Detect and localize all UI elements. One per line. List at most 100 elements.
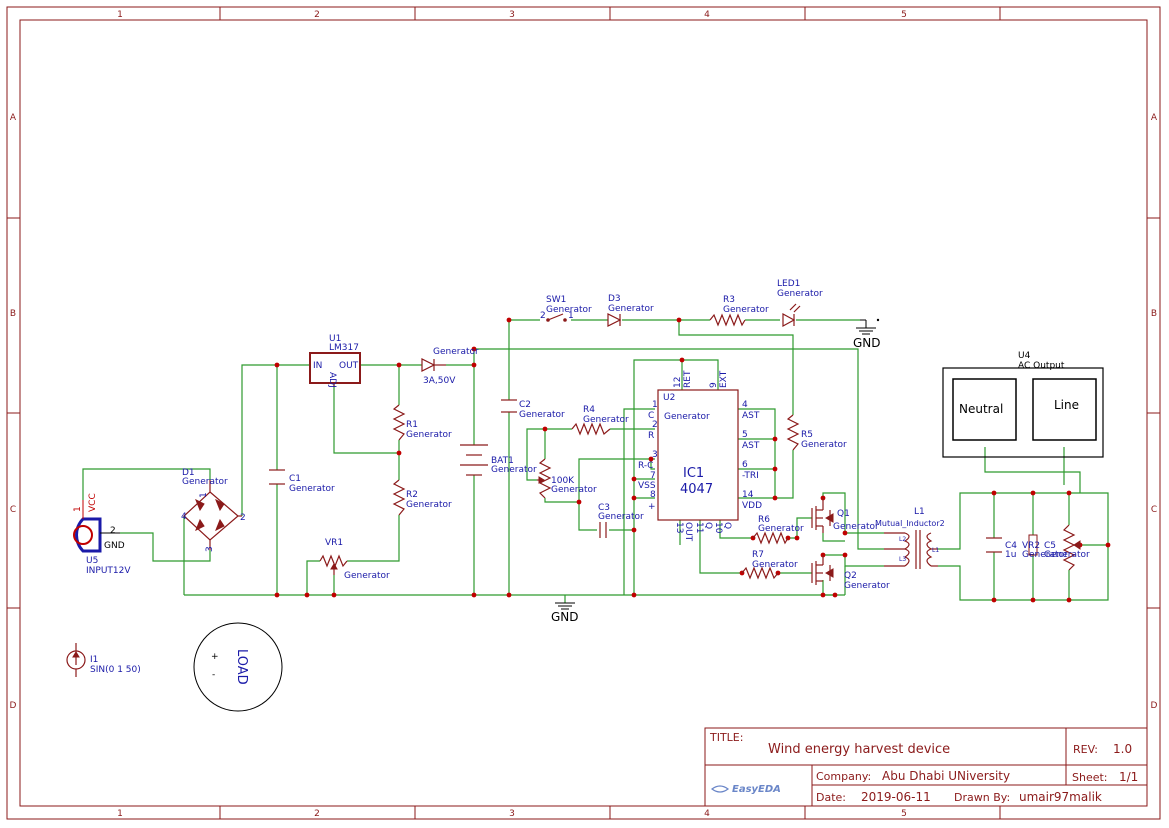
d1-pin1: 1 [199,492,209,498]
u1-pin-adj: ADJ [327,372,337,388]
u5-vcc-label: VCC [88,493,98,512]
u4-line-label: Line [1054,398,1079,412]
load-symbol: + - LOAD [193,622,283,712]
l1-ref: L1 [914,507,925,517]
u2-pin-bottom-num: 13 [674,522,684,533]
r6-ref: R6 [758,515,770,525]
r4-value: Generator [583,415,629,425]
c3-ref: C3 [598,503,610,513]
u2-ref: U2 [663,393,675,403]
resistor-r1: R1 Generator [392,404,452,441]
c1-value: Generator [289,484,335,494]
sw1-ref: SW1 [546,295,566,305]
sheet-value: 1/1 [1119,770,1138,784]
r2-ref: R2 [406,490,418,500]
u5-pin1: 1 [73,506,83,512]
junctions [274,317,1111,603]
company-value: Abu Dhabi UNiversity [882,769,1010,783]
u5-gnd-label: GND [104,541,125,551]
u5-pin2: 2 [110,526,116,536]
u2-pin-right-name: AST [742,411,760,421]
potentiometer-vr1: VR1 Generator [319,538,390,581]
col-label-bottom: 1 [117,809,123,819]
q2-value: Generator [844,581,890,591]
led-led1: LED1 Generator [777,279,823,328]
drawn-by-label: Drawn By: [954,791,1010,804]
r5-value: Generator [801,440,847,450]
ic1-part: 4047 [680,482,713,497]
row-label-right: D [1151,701,1158,711]
u2-pin-left-num: 2 [652,420,658,430]
c5-value: Generator [1044,550,1090,560]
d1-pin3: 3 [205,546,215,552]
resistor-r5: R5 Generator [786,414,847,451]
q1-ref: Q1 [837,509,850,519]
title-block: TITLE: Wind energy harvest device REV: 1… [704,727,1148,807]
resistor-r3: R3 Generator [709,295,769,327]
resistor-r7: R7 Generator [741,550,798,580]
u2-pin-top-num: 9 [709,382,719,388]
u1-ref: U1 [329,334,341,344]
rev-label: REV: [1073,743,1098,756]
regulator-u1: U1 LM317 IN OUT ADJ [309,334,361,388]
pot100k-ref: 100K [551,476,575,486]
u2-pin-left-num: 1 [652,400,658,410]
sw1-pin1: 1 [568,311,574,321]
r5-ref: R5 [801,430,813,440]
u2-pin-top-name: RET [683,370,693,388]
u2-pin-bottom-name: OUT [683,522,693,542]
sheet-frame [6,6,1161,820]
u2-pin-left-name: VSS [638,481,656,491]
c2-value: Generator [519,410,565,420]
vr2-value: Generator [1022,550,1068,560]
bat1-value: Generator [491,465,537,475]
i1-value: SIN(0 1 50) [90,665,141,675]
gnd-label-top: GND [853,336,881,350]
r7-ref: R7 [752,550,764,560]
diode-main-value: Generator [433,347,479,357]
row-label-right: A [1151,113,1158,123]
i1-ref: I1 [90,655,98,665]
u2-pin-top-name: EXT [719,370,729,388]
col-label-bottom: 2 [314,809,320,819]
title-label: TITLE: [709,731,743,744]
u2-pin-bottom-num: 11 [694,522,704,533]
d3-value: Generator [608,304,654,314]
r7-value: Generator [752,560,798,570]
led1-ref: LED1 [777,279,800,289]
row-label-left: A [10,113,17,123]
u2-pin-left-num: 8 [650,490,656,500]
ic-u2-4047: U2 Generator IC1 4047 12 RET 9 EXT 1 C 2… [638,370,762,542]
c5-ref: C5 [1044,541,1056,551]
r4-ref: R4 [583,405,595,415]
r3-value: Generator [723,305,769,315]
r3-ref: R3 [723,295,735,305]
u1-pin-out: OUT [339,361,359,371]
led1-value: Generator [777,289,823,299]
u2-pin-bottom-name: Q [722,522,732,529]
l1-value: Mutual_Inductor2 [875,519,945,528]
u2-pin-right-num: 14 [742,490,754,500]
c2-ref: C2 [519,400,531,410]
potentiometer-100k: 100K Generator [537,458,597,499]
resistor-r4: R4 Generator [571,405,629,436]
d3-ref: D3 [608,294,621,304]
r1-ref: R1 [406,420,418,430]
d1-value: Generator [182,477,228,487]
r6-value: Generator [758,524,804,534]
row-label-left: D [10,701,17,711]
u4-value: AC Output [1018,361,1065,371]
u1-value: LM317 [329,343,359,353]
load-minus: - [212,670,215,680]
r2-value: Generator [406,500,452,510]
u2-pin-bottom-name: Q [703,522,713,529]
sw1-value: Generator [546,305,592,315]
u2-pin-left-name: R [648,431,654,441]
easyeda-logo-text: EasyEDA [732,784,781,795]
vr2-ref: VR2 [1022,541,1040,551]
col-label-top: 5 [901,10,907,20]
u2-pin-bottom-num: 10 [713,522,723,534]
u2-pin-left-name: + [648,502,656,512]
rev-value: 1.0 [1113,742,1132,756]
row-label-right: B [1151,309,1157,319]
